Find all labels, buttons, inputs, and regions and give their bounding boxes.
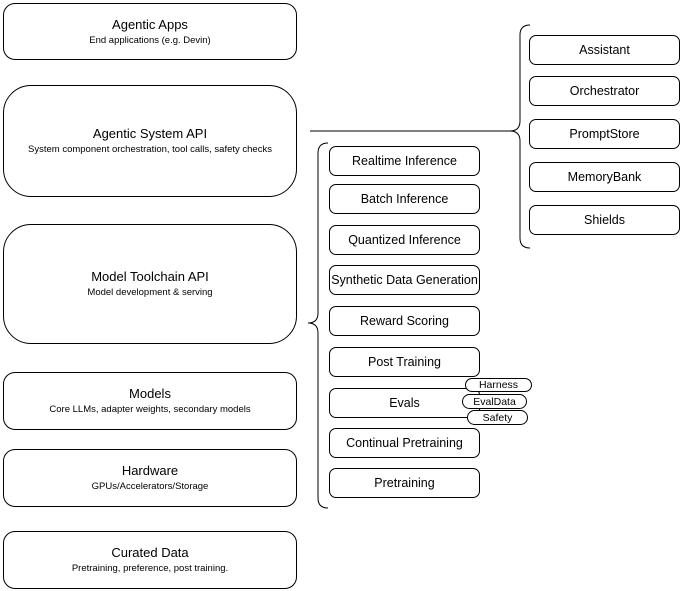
layer-box-curated-data: Curated Data Pretraining, preference, po… (3, 531, 297, 589)
toolchain-item-evals: Evals (329, 388, 480, 418)
eval-tag-evaldata: EvalData (462, 394, 527, 409)
layer-subtitle: Pretraining, preference, post training. (71, 563, 229, 574)
toolchain-item-synthetic-data-generation: Synthetic Data Generation (329, 265, 480, 295)
agentic-component-memorybank: MemoryBank (529, 162, 680, 192)
middle-column-brace (307, 142, 329, 509)
eval-tag-label: Safety (482, 411, 513, 424)
layer-box-models: Models Core LLMs, adapter weights, secon… (3, 372, 297, 430)
layer-box-model-toolchain-api: Model Toolchain API Model development & … (3, 224, 297, 344)
agentic-component-assistant: Assistant (529, 35, 680, 65)
toolchain-item-label: Evals (389, 396, 420, 410)
toolchain-item-continual-pretraining: Continual Pretraining (329, 428, 480, 458)
toolchain-item-quantized-inference: Quantized Inference (329, 225, 480, 255)
agentic-component-promptstore: PromptStore (529, 119, 680, 149)
eval-tag-label: EvalData (473, 395, 516, 408)
layer-title: Agentic Apps (112, 16, 188, 32)
eval-tag-safety: Safety (467, 410, 528, 425)
layer-box-agentic-apps: Agentic Apps End applications (e.g. Devi… (3, 3, 297, 60)
toolchain-item-label: Synthetic Data Generation (331, 273, 478, 287)
toolchain-item-batch-inference: Batch Inference (329, 184, 480, 214)
toolchain-item-post-training: Post Training (329, 347, 480, 377)
layer-title: Curated Data (111, 545, 189, 560)
toolchain-item-reward-scoring: Reward Scoring (329, 306, 480, 336)
layer-title: Model Toolchain API (91, 269, 209, 284)
toolchain-item-label: Continual Pretraining (346, 436, 463, 450)
layer-box-hardware: Hardware GPUs/Accelerators/Storage (3, 449, 297, 507)
agentic-component-label: Shields (584, 213, 625, 227)
agentic-component-shields: Shields (529, 205, 680, 235)
toolchain-item-label: Pretraining (374, 476, 435, 490)
layer-subtitle: Core LLMs, adapter weights, secondary mo… (49, 404, 251, 415)
agentic-component-label: PromptStore (569, 127, 640, 141)
agentic-component-label: Orchestrator (569, 84, 640, 98)
layer-subtitle: Model development & serving (87, 287, 213, 298)
eval-tag-harness: Harness (465, 378, 532, 392)
toolchain-item-pretraining: Pretraining (329, 468, 480, 498)
layer-title: Agentic System API (92, 126, 208, 141)
agentic-component-orchestrator: Orchestrator (529, 76, 680, 106)
toolchain-item-label: Realtime Inference (352, 154, 457, 168)
toolchain-item-label: Quantized Inference (348, 233, 461, 247)
toolchain-item-realtime-inference: Realtime Inference (329, 146, 480, 176)
layer-subtitle: End applications (e.g. Devin) (89, 34, 211, 46)
layer-box-agentic-system-api: Agentic System API System component orch… (3, 85, 297, 197)
layer-title: Hardware (121, 463, 179, 478)
agentic-component-label: Assistant (579, 43, 630, 57)
toolchain-item-label: Batch Inference (360, 192, 449, 206)
toolchain-item-label: Post Training (368, 355, 441, 369)
toolchain-item-label: Reward Scoring (360, 314, 449, 328)
right-column-brace (509, 24, 531, 249)
agentic-component-label: MemoryBank (567, 170, 642, 184)
layer-subtitle: System component orchestration, tool cal… (28, 144, 272, 155)
layer-title: Models (129, 386, 171, 401)
layer-subtitle: GPUs/Accelerators/Storage (91, 481, 209, 492)
eval-tag-label: Harness (478, 379, 519, 391)
